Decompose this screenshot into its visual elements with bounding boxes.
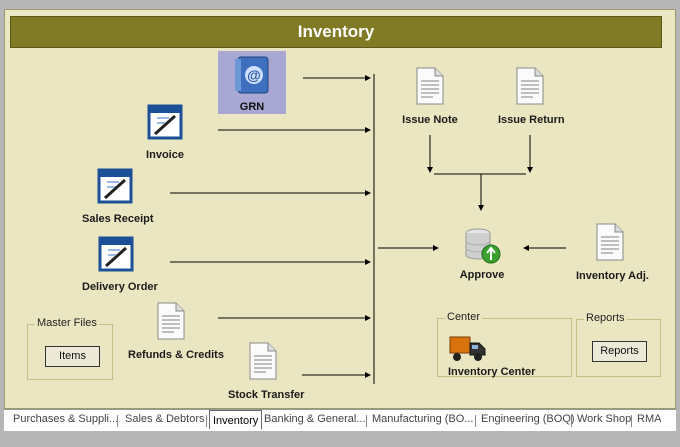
module-tab-bar: Purchases & Suppli... Sales & Debtors In… xyxy=(4,409,676,432)
tab-engineering[interactable]: Engineering (BOQ) xyxy=(481,413,575,425)
stock-transfer-label: Stock Transfer xyxy=(228,389,305,401)
tab-banking-general[interactable]: Banking & General... xyxy=(264,413,366,425)
invoice-form-icon xyxy=(147,104,183,140)
sales-receipt-label: Sales Receipt xyxy=(82,213,154,225)
delivery-order-label: Delivery Order xyxy=(82,281,158,293)
delivery-order-form-icon xyxy=(98,236,134,272)
issue-note-node[interactable]: Issue Note xyxy=(402,67,458,126)
tab-inventory[interactable]: Inventory xyxy=(209,410,263,429)
database-approve-icon xyxy=(465,228,501,264)
stock-transfer-node[interactable]: Stock Transfer xyxy=(228,342,305,401)
reports-button[interactable]: Reports xyxy=(592,341,647,362)
reports-group: Reports xyxy=(576,312,661,377)
sales-receipt-form-icon xyxy=(97,168,133,204)
tab-separator xyxy=(366,415,367,427)
invoice-label: Invoice xyxy=(146,149,184,161)
stock-transfer-document-icon xyxy=(249,342,277,380)
tab-sales-debtors[interactable]: Sales & Debtors xyxy=(125,413,205,425)
inventory-center-button[interactable]: Inventory Center xyxy=(448,333,570,381)
center-group: Center xyxy=(437,311,572,377)
invoice-node[interactable]: Invoice xyxy=(140,104,190,161)
inventory-adj-node[interactable]: Inventory Adj. xyxy=(576,223,649,282)
issue-return-document-icon xyxy=(516,67,544,105)
approve-node[interactable]: Approve xyxy=(456,227,508,281)
tab-separator xyxy=(206,415,207,427)
inventory-adj-document-icon xyxy=(596,223,624,261)
truck-icon xyxy=(449,336,486,361)
grn-node[interactable]: @ GRN xyxy=(218,51,286,114)
reports-legend: Reports xyxy=(584,312,627,324)
refunds-credits-node[interactable]: Refunds & Credits xyxy=(128,302,224,361)
master-files-legend: Master Files xyxy=(35,317,99,329)
window-bottom-strip xyxy=(0,431,680,447)
grn-label: GRN xyxy=(239,101,265,113)
tab-separator xyxy=(631,415,632,427)
issue-note-label: Issue Note xyxy=(402,114,458,126)
items-button[interactable]: Items xyxy=(45,346,100,367)
tab-separator xyxy=(571,415,572,427)
tab-work-shop[interactable]: Work Shop xyxy=(577,413,632,425)
inventory-center-label: Inventory Center xyxy=(448,365,536,378)
tab-separator xyxy=(475,415,476,427)
tab-purchases-suppliers[interactable]: Purchases & Suppli... xyxy=(13,413,119,425)
address-book-icon: @ xyxy=(235,56,269,94)
inventory-panel xyxy=(4,9,676,409)
delivery-order-node[interactable]: Delivery Order xyxy=(82,236,158,293)
center-legend: Center xyxy=(445,311,483,323)
approve-label: Approve xyxy=(459,269,505,281)
master-files-group: Master Files xyxy=(27,317,113,380)
tab-rma[interactable]: RMA xyxy=(637,413,662,425)
tab-separator xyxy=(117,415,118,427)
page-title: Inventory xyxy=(10,16,662,48)
sales-receipt-node[interactable]: Sales Receipt xyxy=(82,168,154,225)
svg-text:@: @ xyxy=(247,67,261,83)
issue-note-document-icon xyxy=(416,67,444,105)
issue-return-label: Issue Return xyxy=(498,114,565,126)
inventory-adj-label: Inventory Adj. xyxy=(576,270,649,282)
issue-return-node[interactable]: Issue Return xyxy=(498,67,565,126)
refunds-credits-label: Refunds & Credits xyxy=(128,349,224,361)
tab-manufacturing[interactable]: Manufacturing (BO... xyxy=(372,413,474,425)
refunds-document-icon xyxy=(157,302,185,340)
